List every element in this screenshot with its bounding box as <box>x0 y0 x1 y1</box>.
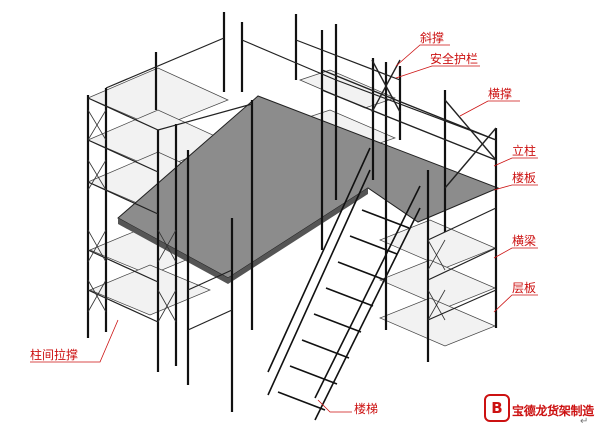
label-column-bracing: 柱间拉撑 <box>30 348 79 362</box>
staircase <box>267 147 421 421</box>
label-diagonal-brace: 斜撑 <box>420 31 445 45</box>
label-staircase: 楼梯 <box>354 402 379 416</box>
safety-railing <box>321 59 497 189</box>
mezzanine-deck <box>117 95 500 284</box>
label-floor-deck: 楼板 <box>512 171 537 185</box>
label-beam: 横梁 <box>512 234 537 248</box>
label-cross-brace: 横撑 <box>488 87 513 101</box>
label-safety-rail: 安全护栏 <box>430 52 479 66</box>
brand-name: 宝德龙货架制造 <box>512 404 594 418</box>
brand-logo-icon: B <box>484 394 510 422</box>
column-bracing <box>87 109 446 323</box>
leader-lines <box>30 44 538 413</box>
return-mark: ↵ <box>580 416 589 427</box>
beams <box>87 37 497 331</box>
label-shelf: 层板 <box>512 281 537 295</box>
label-column: 立柱 <box>512 144 537 158</box>
upright-columns <box>86 12 498 412</box>
